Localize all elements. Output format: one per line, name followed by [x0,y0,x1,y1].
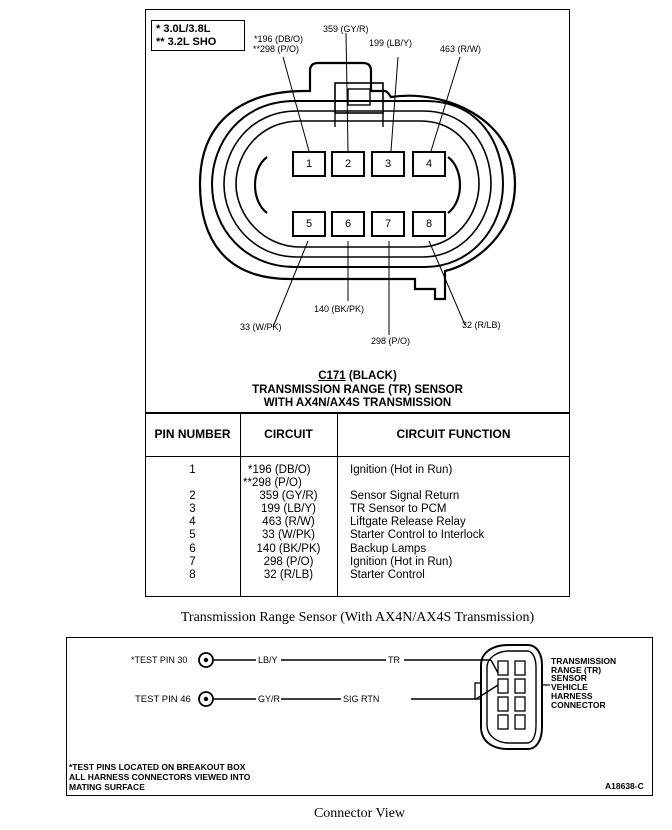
connector-pin-4: 4 [412,151,446,177]
table-cell-circuit: 298 (P/O) [263,556,314,568]
table-cell-function: Sensor Signal Return [350,490,460,502]
wire-label-gy-r: GY/R [258,694,281,704]
wire-label-pin2: 359 (GY/R) [323,24,369,34]
wire-label-pin4: 463 (R/W) [440,44,482,54]
table-cell-pin: 5 [189,529,196,541]
table-col-divider-2 [337,413,338,597]
figure-caption-connector-view: Connector View [313,806,406,821]
table-top-rule [145,412,570,414]
figure-caption-sensor: Transmission Range Sensor (With AX4N/AX4… [180,610,535,625]
connector-pin-7: 7 [371,211,405,237]
connector-title: C171 (BLACK) TRANSMISSION RANGE (TR) SEN… [145,370,570,411]
table-cell-function: Starter Control to Interlock [350,529,485,541]
harness-label-line: CONNECTOR [551,699,606,710]
connector-pin-3: 3 [371,151,405,177]
harness-connector-label: TRANSMISSION RANGE (TR) SENSOR VEHICLE H… [551,657,616,709]
table-cell-circuit: *196 (DB/O) [248,464,311,476]
legend-line-1: * 3.0L/3.8L [156,23,211,35]
legend-line-2: ** 3.2L SHO [156,36,217,48]
harness-label-line: TRANSMISSION [551,656,617,666]
note-line: MATING SURFACE [69,782,145,792]
table-header-circuit: CIRCUIT [264,427,313,441]
connector-pin-1: 1 [292,151,326,177]
harness-label-line: RANGE (TR) [551,664,602,675]
wire-label-pin8: 32 (R/LB) [462,320,501,330]
table-cell-circuit: 359 (GY/R) [259,490,318,502]
table-cell-pin: 6 [189,543,196,555]
table-cell-circuit: 140 (BK/PK) [256,543,321,555]
table-cell-function: Backup Lamps [350,543,427,555]
table-cell-circuit: 33 (W/PK) [261,529,316,541]
connector-face-drawing [198,32,517,335]
table-cell-circuit: 463 (R/W) [262,516,315,528]
note-line: *TEST PINS LOCATED ON BREAKOUT BOX [69,762,246,772]
test-pin-30-label: *TEST PIN 30 [131,655,188,665]
table-cell-circuit: **298 (P/O) [243,477,302,489]
engine-legend: * 3.0L/3.8L ** 3.2L SHO [151,20,245,51]
wire-label-tr: TR [388,655,400,665]
connector-view-frame [66,637,653,796]
table-cell-function: Starter Control [350,569,425,581]
table-cell-function: TR Sensor to PCM [350,503,447,515]
connector-view-note: *TEST PINS LOCATED ON BREAKOUT BOX ALL H… [69,762,250,792]
table-header-rule [145,456,570,457]
wire-label-pin1-a: *196 (DB/O) [254,34,304,44]
table-cell-function: Ignition (Hot in Run) [350,464,453,476]
table-cell-pin: 8 [189,569,196,581]
wire-label-pin3: 199 (LB/Y) [369,38,413,48]
connector-title-line-1: C171 (BLACK) [145,370,570,384]
harness-label-line: HARNESS [551,690,593,701]
connector-title-line-2: TRANSMISSION RANGE (TR) SENSOR [252,383,463,396]
connector-diagram-frame [145,9,570,597]
table-cell-pin: 2 [189,490,196,502]
table-cell-circuit: 32 (R/LB) [263,569,314,581]
connector-color: (BLACK) [345,370,397,382]
table-header-pin-number: PIN NUMBER [154,427,231,441]
table-cell-pin: 3 [189,503,196,515]
figure-id: A18638-C [605,781,644,791]
connector-view-drawing [198,644,550,750]
table-col-divider-1 [240,413,241,597]
table-cell-function: Ignition (Hot in Run) [350,556,453,568]
wire-label-pin5: 33 (W/PK) [240,322,282,332]
connector-pin-6: 6 [331,211,365,237]
table-cell-pin: 7 [189,556,196,568]
table-cell-function: Liftgate Release Relay [350,516,466,528]
wire-label-pin1-b: **298 (P/O) [253,44,300,54]
wire-label-lb-y: LB/Y [258,655,278,665]
connector-title-line-3: WITH AX4N/AX4S TRANSMISSION [263,397,452,409]
connector-pin-2: 2 [331,151,365,177]
connector-id: C171 [318,370,346,382]
connector-pin-8: 8 [412,211,446,237]
wire-label-pin7: 298 (P/O) [371,336,411,346]
harness-label-line: SENSOR [551,673,587,684]
test-pin-46-label: TEST PIN 46 [135,694,191,705]
connector-pin-5: 5 [292,211,326,237]
note-line: ALL HARNESS CONNECTORS VIEWED INTO [69,772,251,782]
wire-label-pin6: 140 (BK/PK) [314,304,365,314]
harness-label-line: VEHICLE [551,682,588,693]
table-cell-pin: 1 [189,464,196,476]
wire-label-sig-rtn: SIG RTN [343,694,380,704]
table-cell-circuit: 199 (LB/Y) [261,503,316,515]
table-cell-pin: 4 [189,516,196,528]
table-header-circuit-function: CIRCUIT FUNCTION [396,427,511,441]
